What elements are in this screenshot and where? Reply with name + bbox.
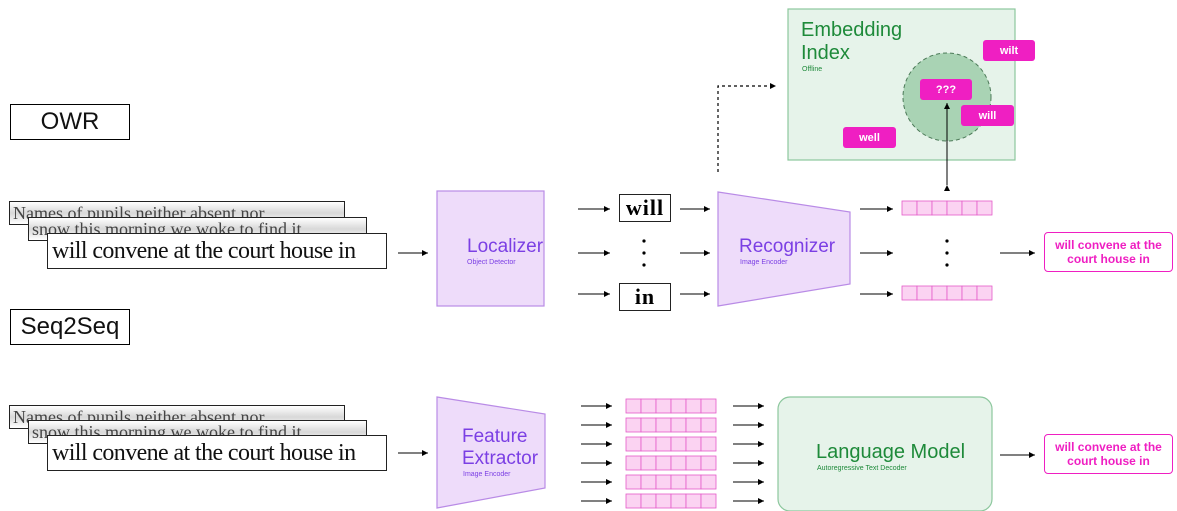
feature-cell bbox=[625, 417, 642, 433]
feature-extractor-subtitle: Image Encoder bbox=[463, 471, 511, 478]
feature-cell bbox=[655, 493, 672, 509]
feature-cell bbox=[670, 455, 687, 471]
feature-cell bbox=[700, 436, 717, 452]
feature-cell bbox=[685, 398, 702, 414]
feature-cell bbox=[700, 417, 717, 433]
embedding-cell bbox=[946, 200, 963, 216]
seq-feature-rows bbox=[581, 398, 764, 509]
feature-cell bbox=[640, 493, 657, 509]
embedding-tag-will: will bbox=[961, 105, 1014, 126]
embedding-tag-query: ??? bbox=[920, 79, 972, 100]
embedding-cell bbox=[961, 200, 978, 216]
embedding-cell bbox=[901, 285, 918, 301]
feature-cell bbox=[685, 436, 702, 452]
embedding-cell bbox=[916, 285, 933, 301]
feature-cell bbox=[670, 398, 687, 414]
feature-cell bbox=[640, 455, 657, 471]
feature-cell bbox=[655, 474, 672, 490]
feature-cell bbox=[625, 455, 642, 471]
embedding-cell bbox=[976, 200, 993, 216]
feature-cell bbox=[685, 493, 702, 509]
feature-cell bbox=[655, 455, 672, 471]
feature-cell bbox=[655, 417, 672, 433]
embedding-tag-wilt: wilt bbox=[983, 40, 1035, 61]
feature-cell bbox=[700, 455, 717, 471]
feature-cell bbox=[625, 398, 642, 414]
feature-cell bbox=[670, 436, 687, 452]
embedding-tag-well: well bbox=[843, 127, 896, 148]
feature-cell bbox=[700, 493, 717, 509]
feature-cell bbox=[685, 455, 702, 471]
feature-extractor-title-2: Extractor bbox=[462, 448, 539, 469]
language-model-box bbox=[777, 396, 993, 511]
feature-cell bbox=[685, 474, 702, 490]
feature-extractor-title-1: Feature bbox=[462, 426, 528, 447]
seq-scan-line-3: will convene at the court house in bbox=[47, 435, 387, 471]
embedding-index-title-2: Index bbox=[801, 42, 850, 64]
feature-cell bbox=[700, 474, 717, 490]
embedding-cell bbox=[931, 285, 948, 301]
recognizer-shape bbox=[717, 191, 851, 307]
localizer-box bbox=[436, 190, 545, 307]
feature-cell bbox=[700, 398, 717, 414]
offline-dotted-arrow bbox=[717, 83, 776, 172]
seq2seq-mode-label: Seq2Seq bbox=[10, 309, 130, 345]
language-model-subtitle: Autoregressive Text Decoder bbox=[817, 465, 907, 472]
feature-cell bbox=[640, 436, 657, 452]
embedding-index-subtitle: Offline bbox=[802, 66, 823, 73]
embedding-ellipsis bbox=[945, 239, 949, 267]
word-crop-will: will bbox=[619, 194, 671, 222]
recognizer-title: Recognizer bbox=[739, 236, 836, 257]
localizer-title: Localizer bbox=[467, 236, 544, 257]
feature-cell bbox=[685, 417, 702, 433]
embedding-cell bbox=[961, 285, 978, 301]
feature-cell bbox=[670, 417, 687, 433]
language-model-title: Language Model bbox=[816, 441, 966, 463]
embedding-cell bbox=[931, 200, 948, 216]
embedding-cell bbox=[976, 285, 993, 301]
feature-cell bbox=[625, 474, 642, 490]
embedding-cell bbox=[901, 200, 918, 216]
feature-cell bbox=[670, 493, 687, 509]
owr-output-text: will convene at the court house in bbox=[1044, 232, 1173, 272]
feature-cell bbox=[670, 474, 687, 490]
feature-extractor-shape bbox=[436, 396, 546, 509]
seq2seq-output-text: will convene at the court house in bbox=[1044, 434, 1173, 474]
localizer-subtitle: Object Detector bbox=[467, 259, 516, 266]
owr-mode-label: OWR bbox=[10, 104, 130, 140]
feature-cell bbox=[655, 436, 672, 452]
embedding-index-title-1: Embedding bbox=[801, 19, 903, 41]
feature-cell bbox=[655, 398, 672, 414]
embedding-cell bbox=[946, 285, 963, 301]
embedding-cell bbox=[916, 200, 933, 216]
feature-cell bbox=[625, 436, 642, 452]
recognizer-subtitle: Image Encoder bbox=[740, 259, 788, 266]
feature-cell bbox=[640, 474, 657, 490]
word-crop-in: in bbox=[619, 283, 671, 311]
feature-cell bbox=[625, 493, 642, 509]
crop-ellipsis bbox=[642, 239, 646, 267]
feature-cell bbox=[640, 417, 657, 433]
owr-scan-line-3: will convene at the court house in bbox=[47, 233, 387, 269]
owr-embedding-rows bbox=[901, 200, 993, 301]
feature-cell bbox=[640, 398, 657, 414]
